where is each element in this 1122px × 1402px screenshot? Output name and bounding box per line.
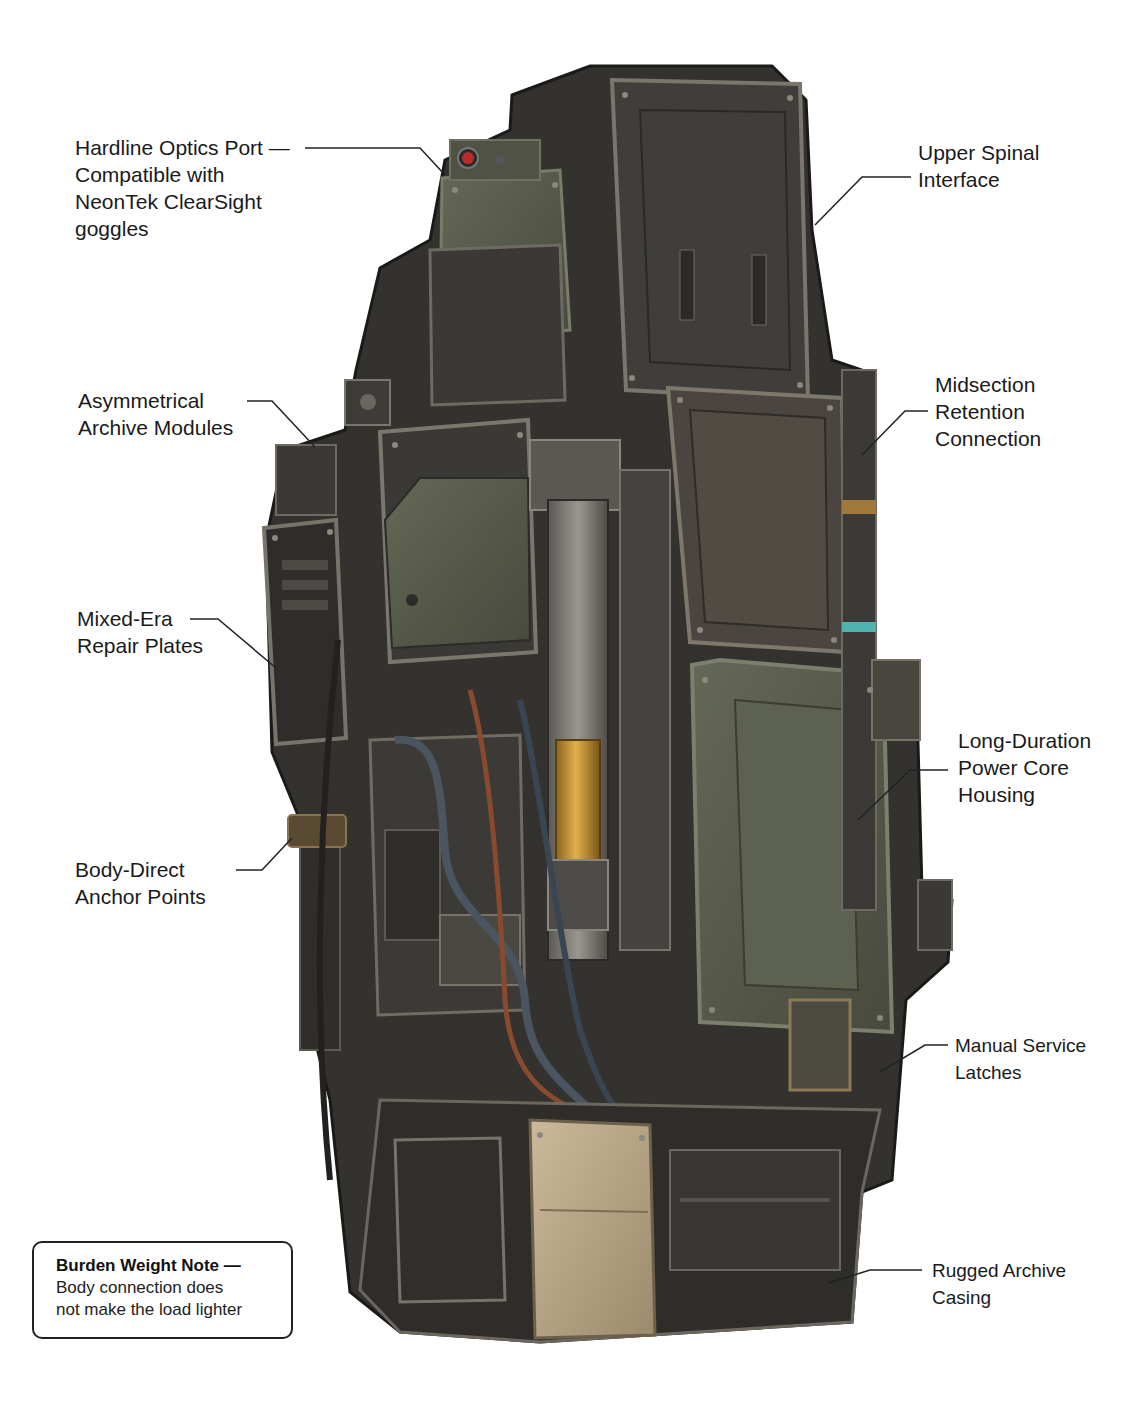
pack-body-part [470, 690, 600, 1120]
pack-body-part-part [517, 432, 523, 438]
pack-body-part [790, 1000, 850, 1090]
pack-body-part [282, 580, 328, 590]
pack-body-part-part [677, 397, 683, 403]
pack-body-part-part [877, 1015, 883, 1021]
pack-body-part-part [392, 442, 398, 448]
pack-body-part [360, 394, 376, 410]
pack-body-part [842, 622, 876, 632]
pack-body-part [620, 470, 670, 950]
pack-body-part-part [622, 92, 628, 98]
callout-label: Body-Direct Anchor Points [75, 856, 235, 910]
pack-body-part [395, 1138, 505, 1302]
pack-body-part [345, 380, 390, 425]
callout-label: Hardline Optics Port — Compatible with N… [75, 134, 303, 242]
pack-body-part [458, 148, 478, 168]
pack-body-part [612, 80, 808, 400]
pack-body-part [530, 1120, 655, 1338]
pack-body-part [520, 700, 620, 1115]
leader-lines-part [862, 411, 928, 455]
pack-body-part [282, 600, 328, 610]
pack-body-part [380, 420, 536, 662]
pack-body-part-part [867, 687, 873, 693]
leader-lines [190, 148, 948, 1283]
pack-body-part-part [537, 1132, 543, 1138]
pack-body-part [842, 370, 876, 910]
leader-lines-part [236, 838, 292, 870]
pack-body-part [842, 500, 876, 514]
pack-body-part [872, 660, 920, 740]
pack-body-part [272, 92, 883, 1141]
note-body: Body connection does not make the load l… [56, 1277, 246, 1321]
callout-label: Rugged Archive Casing [932, 1257, 1082, 1311]
pack-body-part [668, 388, 846, 652]
pack-body-part [640, 110, 790, 370]
pack-body-part-part [709, 1007, 715, 1013]
pack-body-part [462, 152, 474, 164]
pack-body-part [450, 140, 540, 180]
pack-body-part [670, 1150, 840, 1270]
pack-body-part [495, 155, 505, 165]
pack-body-part [276, 445, 336, 515]
pack-body-part-part [639, 1135, 645, 1141]
leader-lines-part [247, 401, 315, 447]
pack-body-part-part [702, 677, 708, 683]
note-heading: Burden Weight Note — [56, 1255, 271, 1277]
pack-body-part [735, 700, 858, 990]
leader-lines-part [880, 1045, 948, 1072]
callout-label: Long-Duration Power Core Housing [958, 727, 1108, 808]
callout-label: Asymmetrical Archive Modules [78, 387, 258, 441]
leader-lines-part [858, 770, 948, 820]
pack-body-part [680, 1198, 830, 1202]
pack-body-part-part [452, 187, 458, 193]
pack-body-part [385, 830, 440, 940]
callout-label: Upper Spinal Interface [918, 139, 1078, 193]
pack-body-part [406, 594, 418, 606]
leader-lines-part [815, 177, 911, 225]
pack-body-part-part [552, 182, 558, 188]
pack-body-part [320, 640, 338, 1180]
pack-body-part [540, 1210, 648, 1212]
pack-body-part-part [831, 637, 837, 643]
pack-body-part [266, 66, 952, 1342]
pack-body-part [385, 478, 530, 648]
pack-body-part [288, 815, 346, 847]
callout-label: Mixed-Era Repair Plates [77, 605, 217, 659]
pack-body-part-part [697, 627, 703, 633]
callout-label: Midsection Retention Connection [935, 371, 1070, 452]
pack-body-part [430, 245, 565, 405]
pack-body-part [752, 255, 766, 325]
callout-label: Manual Service Latches [955, 1032, 1105, 1086]
pack-body-part [918, 880, 952, 950]
leader-lines-part [828, 1270, 922, 1283]
leader-lines-part [305, 148, 445, 175]
pack-body-part-part [787, 95, 793, 101]
pack-body-part [360, 1100, 880, 1342]
pack-body-part [690, 410, 828, 630]
pack-body-part [282, 560, 328, 570]
pack-body-part-part [629, 375, 635, 381]
note-box: Burden Weight Note —Body connection does… [32, 1241, 293, 1339]
pack-body-part-part [827, 405, 833, 411]
pack-body-part [680, 250, 694, 320]
pack-body [264, 66, 952, 1342]
pack-body-part-part [327, 529, 333, 535]
pack-body-part-part [272, 535, 278, 541]
pack-body-part-part [797, 382, 803, 388]
